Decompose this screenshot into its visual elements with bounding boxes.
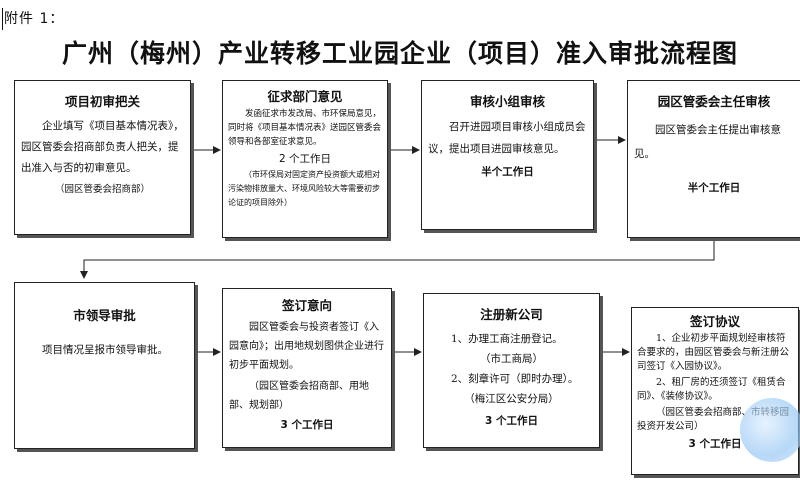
arrow-b4-b5 — [80, 239, 715, 279]
step-note: （园区管委会招商部、市转移园投资开发公司） — [637, 407, 790, 432]
step-sign-intent: 签订意向 园区管委会与投资者签订《入园意向》；出用地规划图供企业进行初步平面规划… — [222, 288, 392, 448]
step-days: 3 个工作日 — [280, 419, 334, 431]
step-note: （梅江区公安分局） — [464, 393, 559, 405]
step-title: 项目初审把关 — [64, 94, 140, 109]
step-item: 1、企业初步平面规划经审核符合要求的，由园区管委会与新注册公司签订《入园协议》。 — [637, 333, 790, 372]
step-note: （园区管委会招商部） — [54, 184, 150, 195]
step-title: 市领导审批 — [73, 308, 136, 323]
annex-label: 附件 1： — [4, 11, 65, 27]
step-note: （市环保局对固定资产投资额大或相对污染物排放量大、环境风险较大等需要初步论证的项… — [228, 170, 380, 207]
step-city-approval: 市领导审批 项目情况呈报市领导审批。 — [14, 282, 195, 449]
step-item: 2、租厂房的还须签订《租赁合同》、《装修协议》。 — [637, 377, 786, 402]
step-body: 园区管委会与投资者签订《入园意向》；出用地规划图供企业进行初步平面规划。 — [229, 322, 384, 371]
step-days: 半个工作日 — [481, 166, 534, 178]
step-item: 1、办理工商注册登记。 — [451, 333, 563, 345]
watermark-badge — [740, 398, 800, 462]
step-register-company: 注册新公司 1、办理工商注册登记。 （市工商局） 2、刻章许可（即时办理）。 （… — [423, 293, 600, 448]
step-days: 半个工作日 — [687, 182, 741, 194]
step-body: 园区管委会主任提出审核意见。 — [634, 124, 781, 160]
step-days: 3 个工作日 — [485, 415, 538, 427]
step-panel-review: 审核小组审核 召开进园项目审核小组成员会议，提出项目进园审核意见。 半个工作日 — [421, 80, 594, 230]
step-body: 企业填写《项目基本情况表》，园区管委会招商部负责人把关，提出准入与否的初审意见。 — [21, 120, 184, 174]
step-body: 发函征求市发改局、市环保局意见，同时将《项目基本情况表》送园区管委会领导和各部室… — [228, 109, 382, 147]
step-body: 项目情况呈报市领导审批。 — [42, 344, 168, 356]
step-title: 签订协议 — [689, 314, 740, 329]
step-days: 3 个工作日 — [688, 438, 742, 450]
step-department-opinion: 征求部门意见 发函征求市发改局、市环保局意见，同时将《项目基本情况表》送园区管委… — [222, 80, 388, 238]
step-note: （园区管委会招商部、用地部、规划部） — [229, 381, 369, 411]
step-body: 召开进园项目审核小组成员会议，提出项目进园审核意见。 — [428, 121, 586, 155]
step-item: 2、刻章许可（即时办理）。 — [451, 373, 579, 385]
annex-marker — [2, 8, 3, 30]
step-director-review: 园区管委会主任审核 园区管委会主任提出审核意见。 半个工作日 — [627, 80, 800, 238]
step-title: 审核小组审核 — [469, 94, 545, 109]
step-title: 注册新公司 — [480, 307, 543, 322]
step-note: （市工商局） — [480, 353, 543, 365]
step-title: 征求部门意见 — [267, 89, 343, 104]
step-title: 园区管委会主任审核 — [657, 94, 771, 109]
step-days: 2 个工作日 — [278, 153, 332, 165]
step-initial-review: 项目初审把关 企业填写《项目基本情况表》，园区管委会招商部负责人把关，提出准入与… — [14, 80, 191, 235]
page-title: 广州（梅州）产业转移工业园企业（项目）准入审批流程图 — [61, 39, 738, 68]
step-title: 签订意向 — [281, 298, 332, 313]
